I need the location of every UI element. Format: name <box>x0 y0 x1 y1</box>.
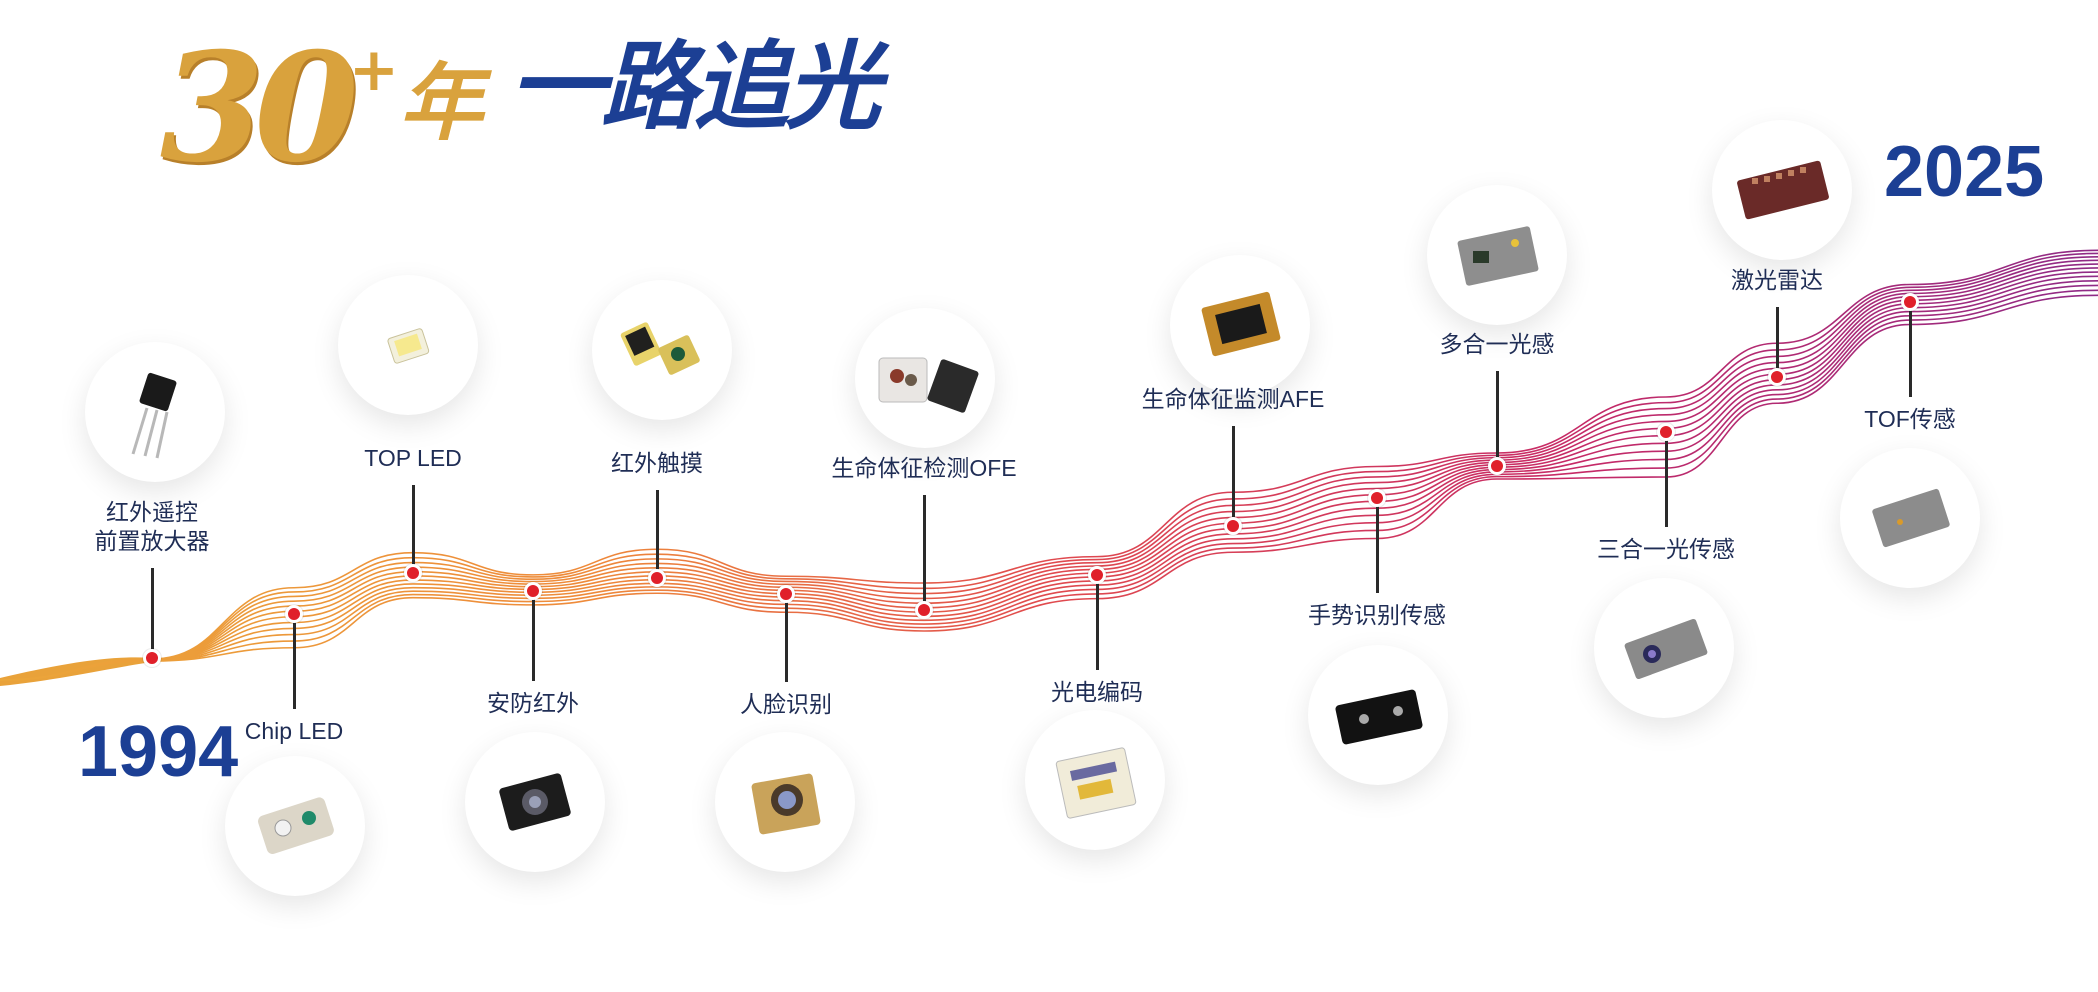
milestone-bubble <box>715 732 855 872</box>
milestone-stem <box>922 495 926 610</box>
milestone-dot <box>1657 423 1675 441</box>
afe-chip-icon <box>1201 291 1281 357</box>
milestone-stem <box>1375 498 1379 593</box>
milestone-stem <box>655 490 659 578</box>
milestone-bubble <box>338 275 478 415</box>
security-ir-icon <box>499 773 571 831</box>
milestone-label: 生命体征监测AFE <box>1141 386 1325 412</box>
milestone-bubble <box>1840 448 1980 588</box>
milestone-label: 红外触摸 <box>611 450 703 476</box>
ofe-module-icon <box>878 357 979 413</box>
three-in-one-sensor-icon <box>1624 618 1708 680</box>
milestone-dot <box>648 569 666 587</box>
milestone-label: 三合一光传感 <box>1597 536 1735 562</box>
milestone-bubble <box>1427 185 1567 325</box>
milestone-dot <box>1768 368 1786 386</box>
title-slogan: 一路追光 <box>509 30 881 143</box>
milestone-label: TOP LED <box>364 445 462 471</box>
milestone-label: TOF传感 <box>1864 406 1956 432</box>
milestone-dot <box>143 649 161 667</box>
milestone-dot <box>915 601 933 619</box>
milestone-stem <box>1495 371 1499 466</box>
milestone-dot <box>1488 457 1506 475</box>
milestone-dot <box>1088 566 1106 584</box>
wave-line <box>0 280 2098 681</box>
milestone-bubble <box>225 756 365 896</box>
milestone-bubble <box>85 342 225 482</box>
milestone-label: 安防红外 <box>487 690 579 716</box>
gesture-sensor-icon <box>1335 689 1423 745</box>
start-year: 1994 <box>78 712 239 792</box>
milestone-bubble <box>1712 120 1852 260</box>
milestone-label: 多合一光感 <box>1439 331 1555 357</box>
title-unit: 年 <box>399 53 484 152</box>
wave-line <box>0 267 2098 681</box>
face-recognition-icon <box>751 773 821 835</box>
milestone-stem <box>1775 307 1779 377</box>
milestone-stem <box>1908 302 1912 397</box>
lidar-icon <box>1737 160 1829 220</box>
milestone-dot <box>404 564 422 582</box>
milestone-dot <box>1368 489 1386 507</box>
milestone-stem <box>1664 432 1668 527</box>
milestone-bubble <box>465 732 605 872</box>
wave-line <box>0 259 2098 681</box>
wave-line <box>0 289 2098 681</box>
milestone-dot <box>524 582 542 600</box>
milestone-stem <box>150 568 154 658</box>
milestone-bubble <box>1170 255 1310 395</box>
milestone-bubble <box>1308 645 1448 785</box>
ir-touch-icon <box>620 322 700 375</box>
tof-sensor-icon <box>1872 488 1950 548</box>
milestone-dot <box>285 605 303 623</box>
wave-line <box>0 275 2098 681</box>
milestone-bubble <box>1594 578 1734 718</box>
milestone-label: 人脸识别 <box>740 691 832 717</box>
milestone-dot <box>777 585 795 603</box>
milestone-stem <box>531 591 535 681</box>
milestone-bubble <box>855 308 995 448</box>
milestone-stem <box>1231 426 1235 526</box>
wave-line <box>0 263 2098 681</box>
photo-encoder-icon <box>1055 747 1137 819</box>
milestone-stem <box>411 485 415 573</box>
title-number: 30 <box>160 20 359 196</box>
milestone-label: 激光雷达 <box>1731 267 1823 293</box>
ir-receiver-icon <box>131 372 177 459</box>
wave-line <box>0 284 2098 681</box>
wave-line <box>0 249 2098 681</box>
milestone-stem <box>784 594 788 682</box>
wave-line <box>0 252 2098 681</box>
milestone-label: Chip LED <box>244 718 344 744</box>
chip-led-icon <box>258 797 334 854</box>
wave-line <box>0 256 2098 681</box>
wave-line <box>0 271 2098 681</box>
title-superscript: + <box>348 35 400 105</box>
milestone-stem <box>1095 575 1099 670</box>
milestone-label: 光电编码 <box>1051 679 1143 705</box>
milestone-dot <box>1224 517 1242 535</box>
milestone-bubble <box>592 280 732 420</box>
milestone-dot <box>1901 293 1919 311</box>
milestone-label: 生命体征检测OFE <box>831 455 1017 481</box>
title-logo: 30+年一路追光 <box>160 20 881 196</box>
milestone-stem <box>292 614 296 709</box>
end-year: 2025 <box>1884 132 2045 212</box>
milestone-bubble <box>1025 710 1165 850</box>
milestone-label: 手势识别传感 <box>1308 602 1446 628</box>
milestone-label: 红外遥控前置放大器 <box>94 499 210 554</box>
wave-line <box>0 294 2098 681</box>
top-led-icon <box>387 328 430 364</box>
multi-light-sensor-icon <box>1457 226 1539 286</box>
